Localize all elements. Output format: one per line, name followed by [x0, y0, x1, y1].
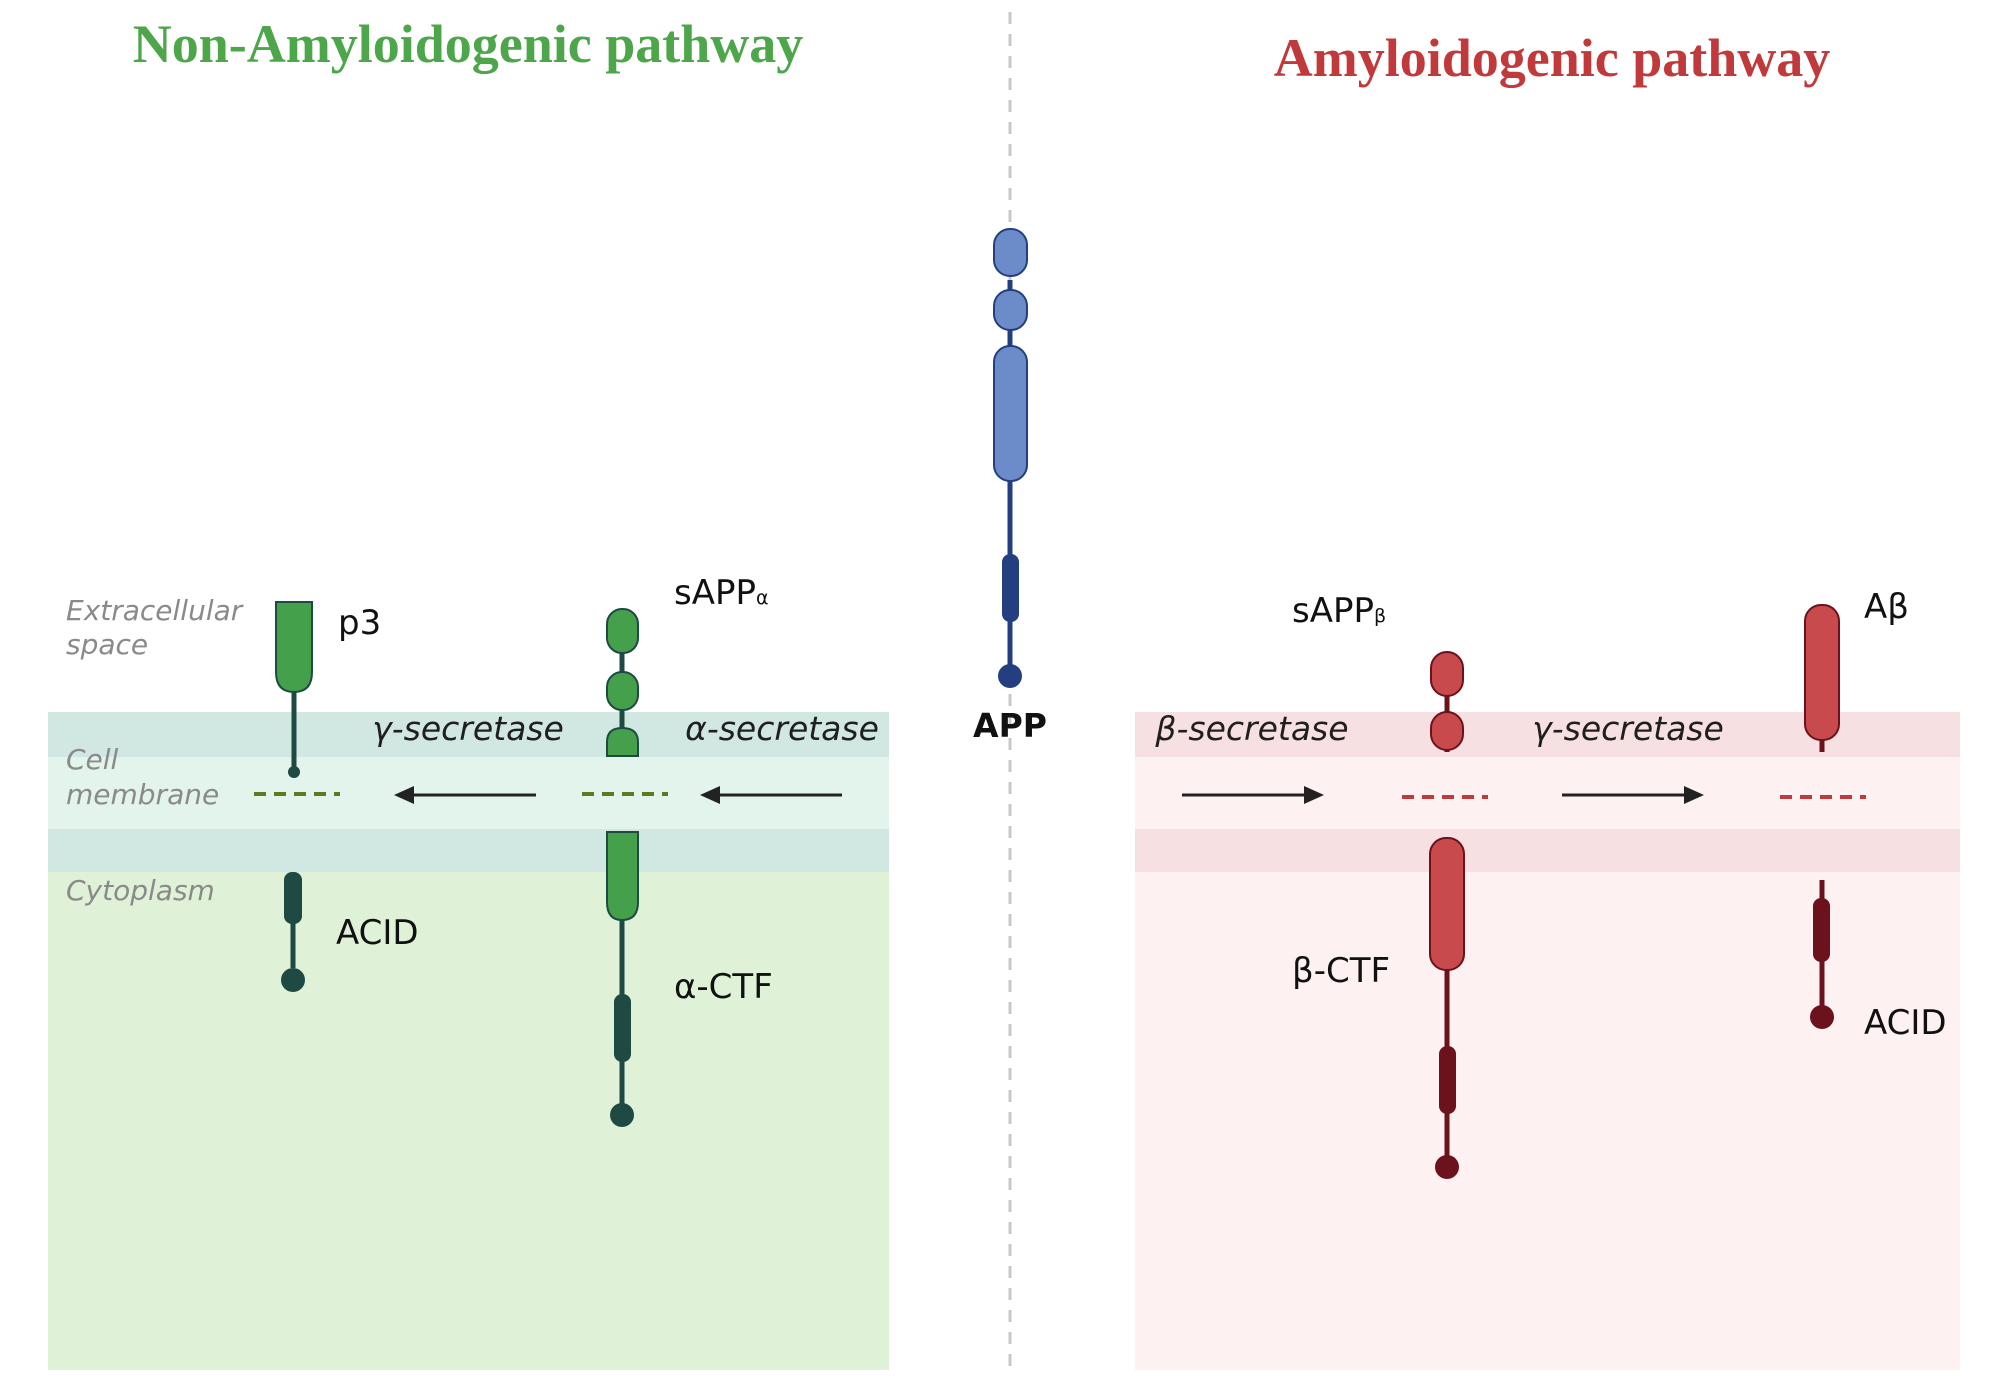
p3-fragment: [275, 601, 313, 778]
extracellular-label-line1: Extracellular: [66, 594, 244, 627]
acid-label-left: ACID: [336, 913, 419, 953]
beta-secretase-label: β-secretase: [1154, 709, 1348, 748]
extracellular-label-line2: space: [66, 628, 148, 661]
left-panel: [48, 712, 889, 1370]
left-membrane-core: [48, 757, 889, 829]
app-c-terminus: [998, 664, 1022, 688]
gamma-secretase-label-left: γ-secretase: [372, 709, 564, 748]
sappb-label: sAPPβ: [1292, 591, 1386, 631]
acid-label-right: ACID: [1864, 1003, 1947, 1043]
acid-fragment-left: [281, 872, 305, 992]
app-domain-2: [993, 289, 1028, 331]
title-amyloidogenic: Amyloidogenic pathway: [1274, 28, 1831, 88]
p3-label: p3: [338, 603, 381, 643]
app-domain-1: [993, 228, 1028, 277]
beta-ctf-fragment: [1429, 837, 1465, 1179]
app-protein: [993, 228, 1028, 688]
sappa-fragment: [606, 608, 639, 757]
arrow-right-gamma: [1562, 786, 1704, 804]
acid-fragment-right: [1810, 880, 1834, 1029]
app-label: APP: [973, 706, 1047, 745]
membrane-label-line2: membrane: [66, 778, 219, 811]
arrow-left-alpha: [700, 786, 842, 804]
alpha-ctf-fragment: [606, 831, 639, 1127]
sappb-fragment: [1430, 651, 1464, 752]
abeta-fragment: [1804, 604, 1840, 752]
alpha-ctf-label: α-CTF: [674, 967, 773, 1007]
abeta-label: Aβ: [1864, 587, 1909, 627]
beta-ctf-label: β-CTF: [1292, 951, 1390, 991]
app-tm-segment: [1002, 554, 1019, 622]
right-panel: [1135, 712, 1960, 1370]
sappa-label: sAPPα: [674, 573, 769, 613]
title-non-amyloidogenic: Non-Amyloidogenic pathway: [133, 14, 804, 74]
gamma-secretase-label-right: γ-secretase: [1532, 709, 1724, 748]
cytoplasm-label: Cytoplasm: [66, 874, 215, 907]
arrow-left-gamma: [394, 786, 536, 804]
app-domain-3: [993, 345, 1028, 482]
arrow-right-beta: [1182, 786, 1324, 804]
right-membrane-core: [1135, 757, 1960, 829]
membrane-label-line1: Cell: [66, 743, 119, 776]
alpha-secretase-label: α-secretase: [685, 709, 879, 748]
